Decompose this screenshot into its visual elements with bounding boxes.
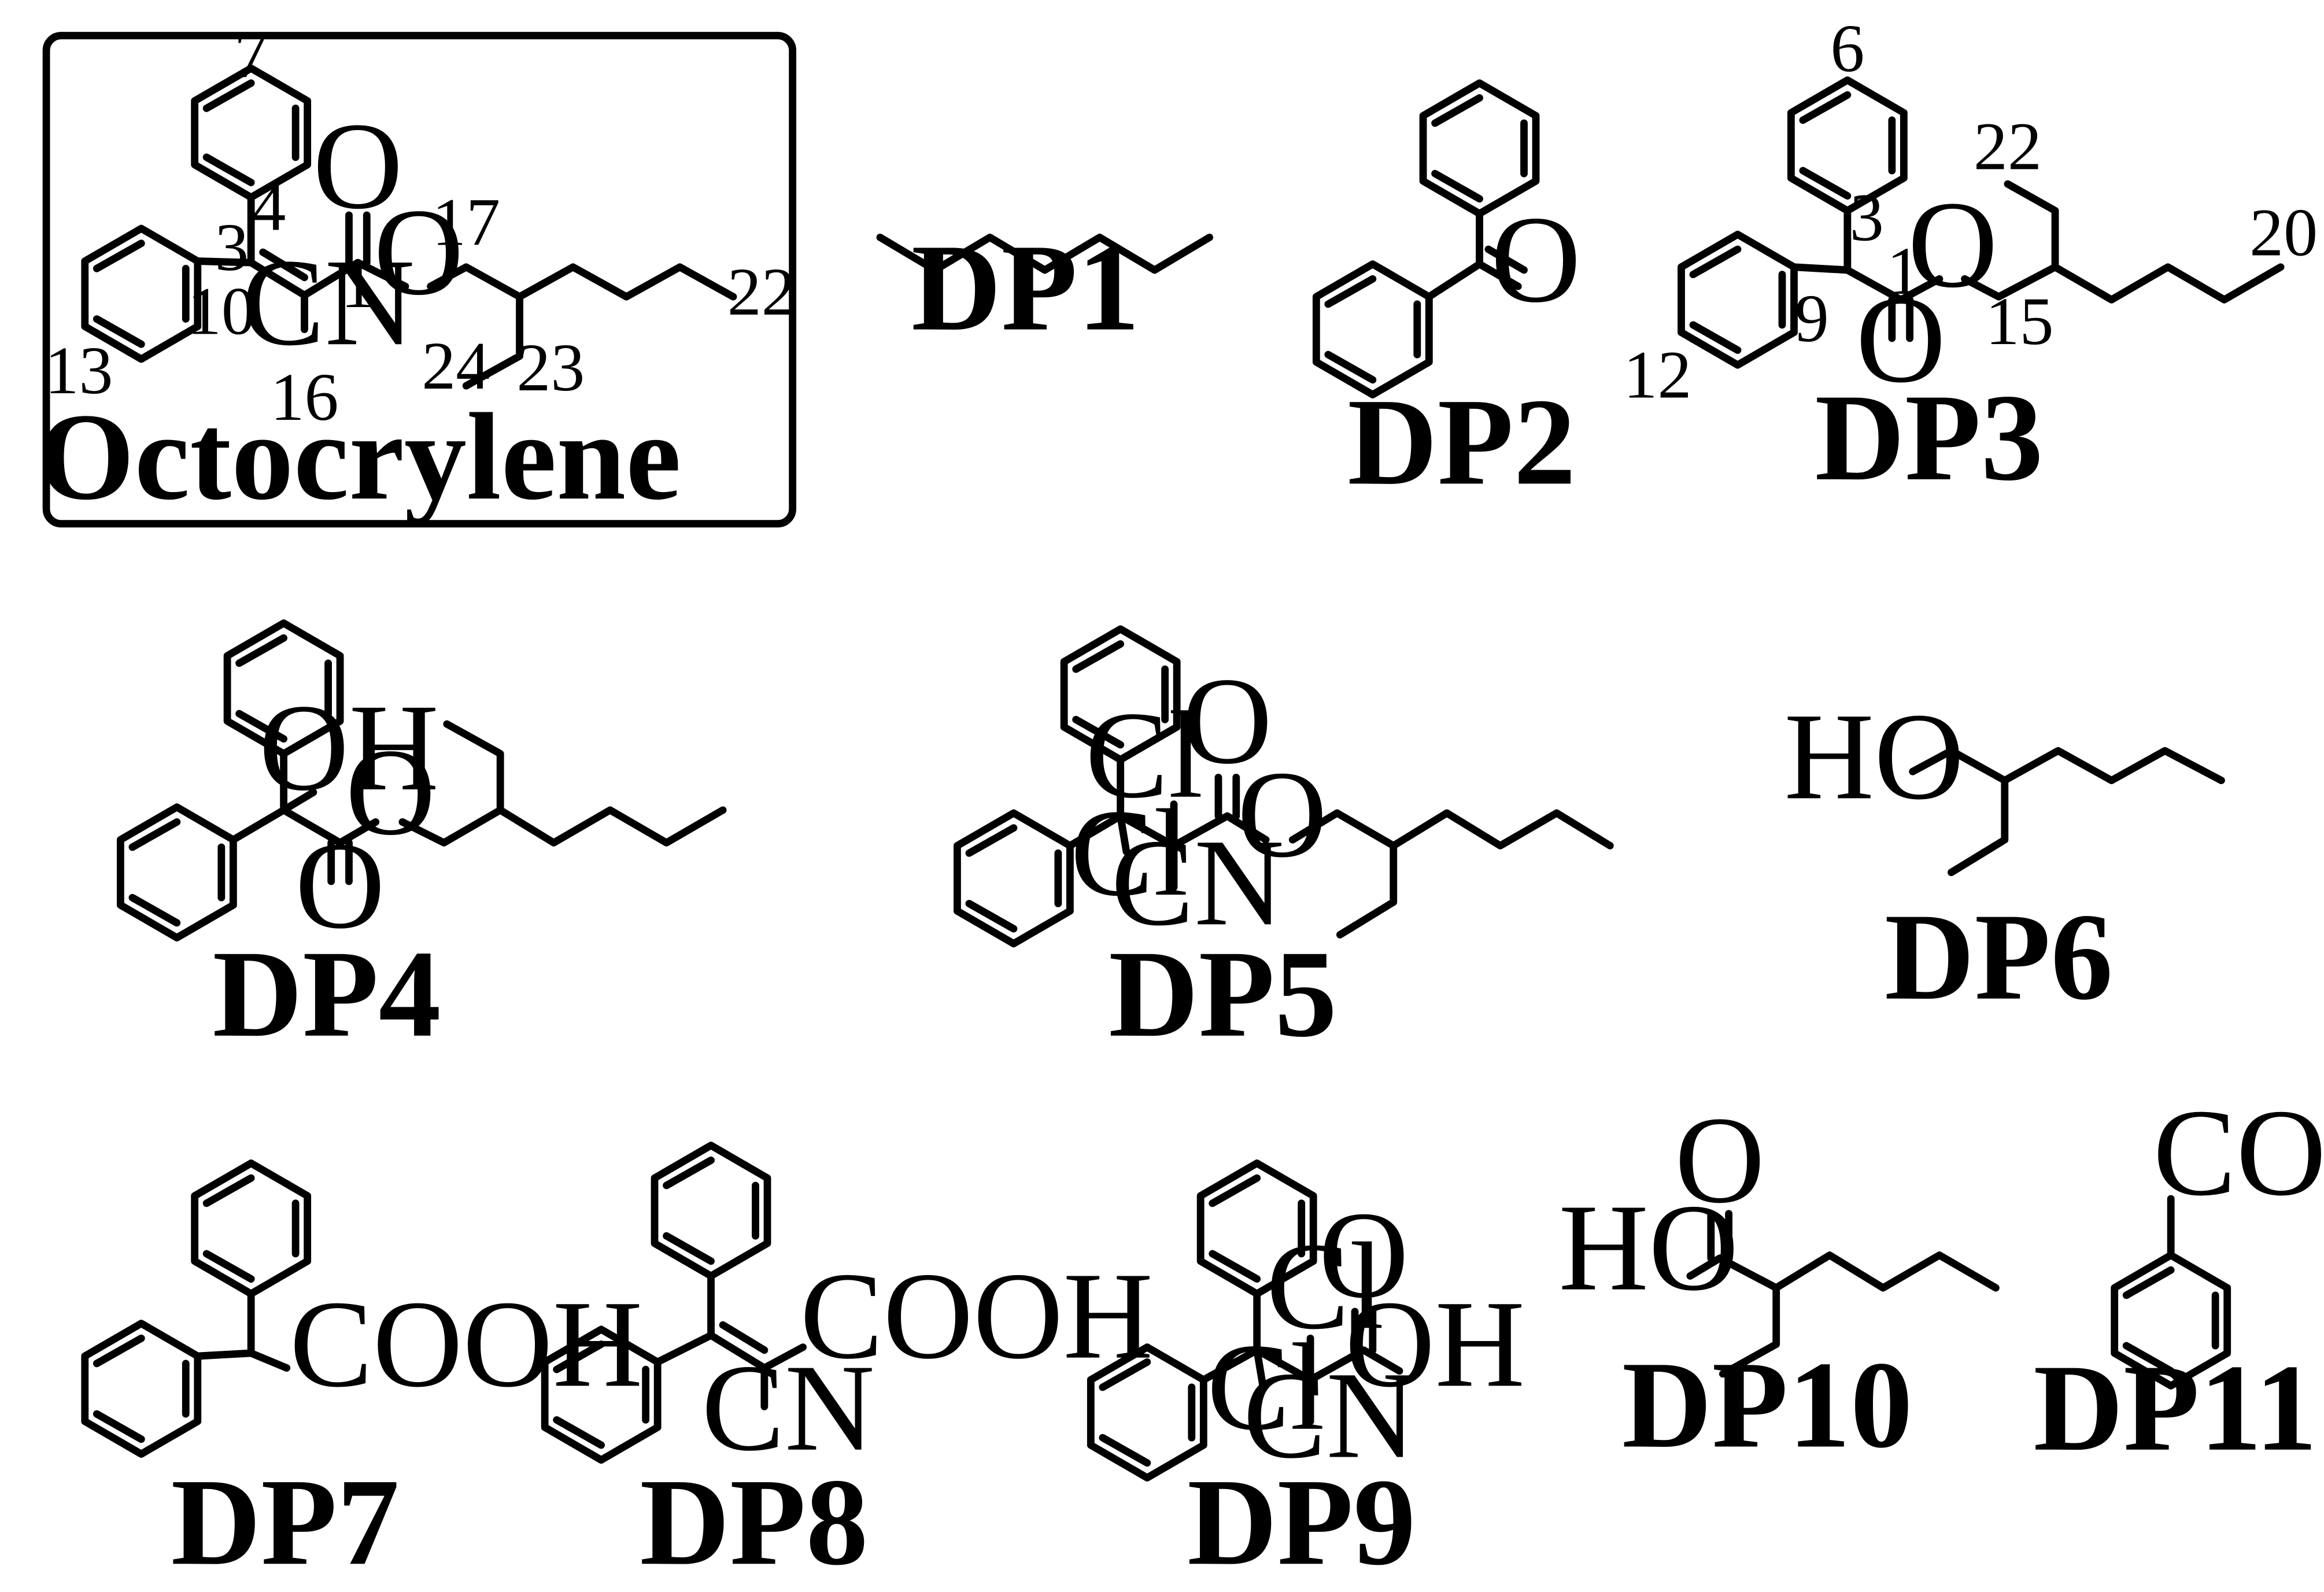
dp9-bonds — [1099, 1174, 1403, 1467]
dp11-bonds — [2122, 1195, 2219, 1375]
compound-label-dp10: DP10 — [1622, 1336, 1913, 1474]
carbon-number-13: 13 — [45, 333, 113, 408]
carbon-number-1: 1 — [341, 246, 375, 322]
carbon-number-16: 16 — [271, 359, 339, 435]
dp8-bonds — [553, 1156, 807, 1449]
carboxyl-label: COOH — [2153, 1083, 2324, 1221]
phenyl-ring-left — [954, 809, 1074, 948]
compound-dp9: O Cl OH Cl CN DP9 — [1087, 1159, 1525, 1591]
compound-dp8: COOH CN DP8 — [541, 1142, 1153, 1591]
phenyl-ring-left — [116, 803, 237, 941]
carbon-number-20: 20 — [2249, 194, 2318, 270]
dp6-bonds — [1909, 747, 2225, 877]
carbon-number-3: 3 — [1850, 180, 1884, 256]
compound-dp1: DP1 — [876, 219, 1214, 357]
compound-label-dp6: DP6 — [1885, 888, 2113, 1026]
carbon-number-4: 4 — [252, 169, 286, 245]
carbon-number-24: 24 — [422, 328, 490, 404]
phenyl-ring-left — [81, 1320, 202, 1458]
chlorine-label-bottom: Cl — [1207, 1318, 1325, 1456]
compound-dp7: COOH DP7 — [81, 1159, 643, 1591]
ester-oxygen-label: O — [374, 183, 464, 321]
carboxyl-label: COOH — [290, 1275, 643, 1413]
carbon-number-15: 15 — [1985, 283, 2053, 359]
carbon-number-1: 1 — [1887, 233, 1921, 309]
hydroxyl-label: OH — [259, 678, 439, 817]
carbon-number-10: 10 — [187, 273, 256, 349]
nitrile-label: CN — [701, 1339, 874, 1477]
chlorine-label-top: Cl — [1266, 1217, 1384, 1355]
phenyl-ring-left — [1087, 1343, 1207, 1482]
phenyl-ring-top — [191, 1159, 312, 1298]
compound-label-dp11: DP11 — [2033, 1339, 2317, 1477]
carbon-number-3: 3 — [215, 209, 249, 285]
octocrylene-bonds — [93, 79, 737, 390]
dp5-bonds — [965, 640, 1614, 939]
hydroxyl-label: OH — [1345, 1275, 1525, 1413]
carbon-number-6: 6 — [1830, 10, 1864, 86]
compound-dp5: Cl O O Cl CN DP5 — [954, 625, 1614, 1063]
heptane-chain — [876, 234, 1214, 274]
compound-label-dp5: DP5 — [1109, 925, 1337, 1063]
carbon-number-9: 9 — [1795, 280, 1829, 356]
nitrile-label: CN — [1243, 1346, 1416, 1484]
dp3-bonds — [1689, 91, 2285, 354]
ester-oxygen-label: O — [1237, 745, 1328, 883]
compound-label-dp4: DP4 — [213, 925, 441, 1063]
compound-label-dp9: DP9 — [1187, 1453, 1416, 1591]
nitrile-label: CN — [242, 233, 415, 371]
compound-label-dp7: DP7 — [171, 1453, 400, 1591]
carbon-number-7: 7 — [234, 16, 268, 92]
compound-label-dp8: DP8 — [640, 1453, 868, 1591]
ester-oxygen-label: O — [346, 723, 436, 861]
compound-dp11: COOH DP11 — [2033, 1083, 2324, 1476]
compound-dp2: O DP2 — [1312, 79, 1581, 511]
compound-label-dp1: DP1 — [911, 219, 1140, 357]
carbon-number-22: 22 — [727, 254, 796, 330]
dp10-bonds — [1686, 1210, 2000, 1378]
phenyl-ring-top — [223, 619, 344, 758]
compound-label-dp3: DP3 — [1815, 368, 2043, 507]
phenyl-ring-left — [541, 1325, 662, 1464]
compound-octocrylene: O O CN 7 4 3 10 13 1 16 17 24 23 22 Octo… — [38, 16, 797, 528]
carbonyl-oxygen-label: O — [295, 817, 385, 955]
phenyl-ring-top — [1196, 1159, 1317, 1298]
hydroxyl-label: HO — [1558, 1179, 1738, 1317]
compound-dp3: O O 6 3 1 9 12 22 15 20 DP3 — [1623, 10, 2318, 507]
carbon-number-17: 17 — [432, 184, 500, 260]
phenyl-ring-top — [1060, 625, 1181, 764]
carbon-number-23: 23 — [516, 330, 585, 405]
carbonyl-oxygen-label: O — [1319, 1185, 1409, 1324]
carbon-number-22: 22 — [1974, 108, 2042, 184]
compound-dp10: O HO DP10 — [1558, 1091, 2000, 1474]
phenyl-ring-bottom — [1312, 260, 1433, 398]
phenyl-ring-left — [1678, 230, 1798, 369]
carbonyl-oxygen-label: O — [313, 97, 403, 235]
carbonyl-oxygen-label: O — [1491, 190, 1581, 328]
dp2-bonds — [1324, 94, 1528, 384]
phenyl-ring-top — [651, 1142, 771, 1280]
compound-dp4: OH O O DP4 — [116, 619, 727, 1063]
ester-oxygen-label: O — [1908, 175, 1998, 313]
compound-label-octocrylene: Octocrylene — [38, 387, 681, 526]
phenyl-ring-top — [191, 64, 312, 201]
phenyl-ring-top — [1787, 76, 1908, 215]
dp4-bonds — [128, 634, 727, 927]
octocrylene-highlight-box — [42, 32, 797, 528]
nitrile-label: CN — [1111, 813, 1284, 951]
chlorine-label-bottom: Cl — [1070, 784, 1188, 922]
carbonyl-oxygen-label: O — [1183, 652, 1273, 790]
compound-dp6: HO DP6 — [1784, 687, 2225, 1026]
phenyl-ring-left — [81, 224, 202, 363]
compound-label-dp2: DP2 — [1347, 372, 1576, 511]
carbonyl-oxygen-label: O — [1856, 270, 1946, 408]
carbon-number-12: 12 — [1623, 337, 1691, 413]
chlorine-label-top: Cl — [1085, 686, 1203, 824]
dp7-bonds — [93, 1174, 300, 1443]
hydroxyl-label: HO — [1784, 687, 1964, 825]
carboxyl-label: COOH — [800, 1247, 1153, 1385]
phenyl-ring-top — [1419, 79, 1540, 217]
carbonyl-oxygen-label: O — [1675, 1091, 1765, 1229]
